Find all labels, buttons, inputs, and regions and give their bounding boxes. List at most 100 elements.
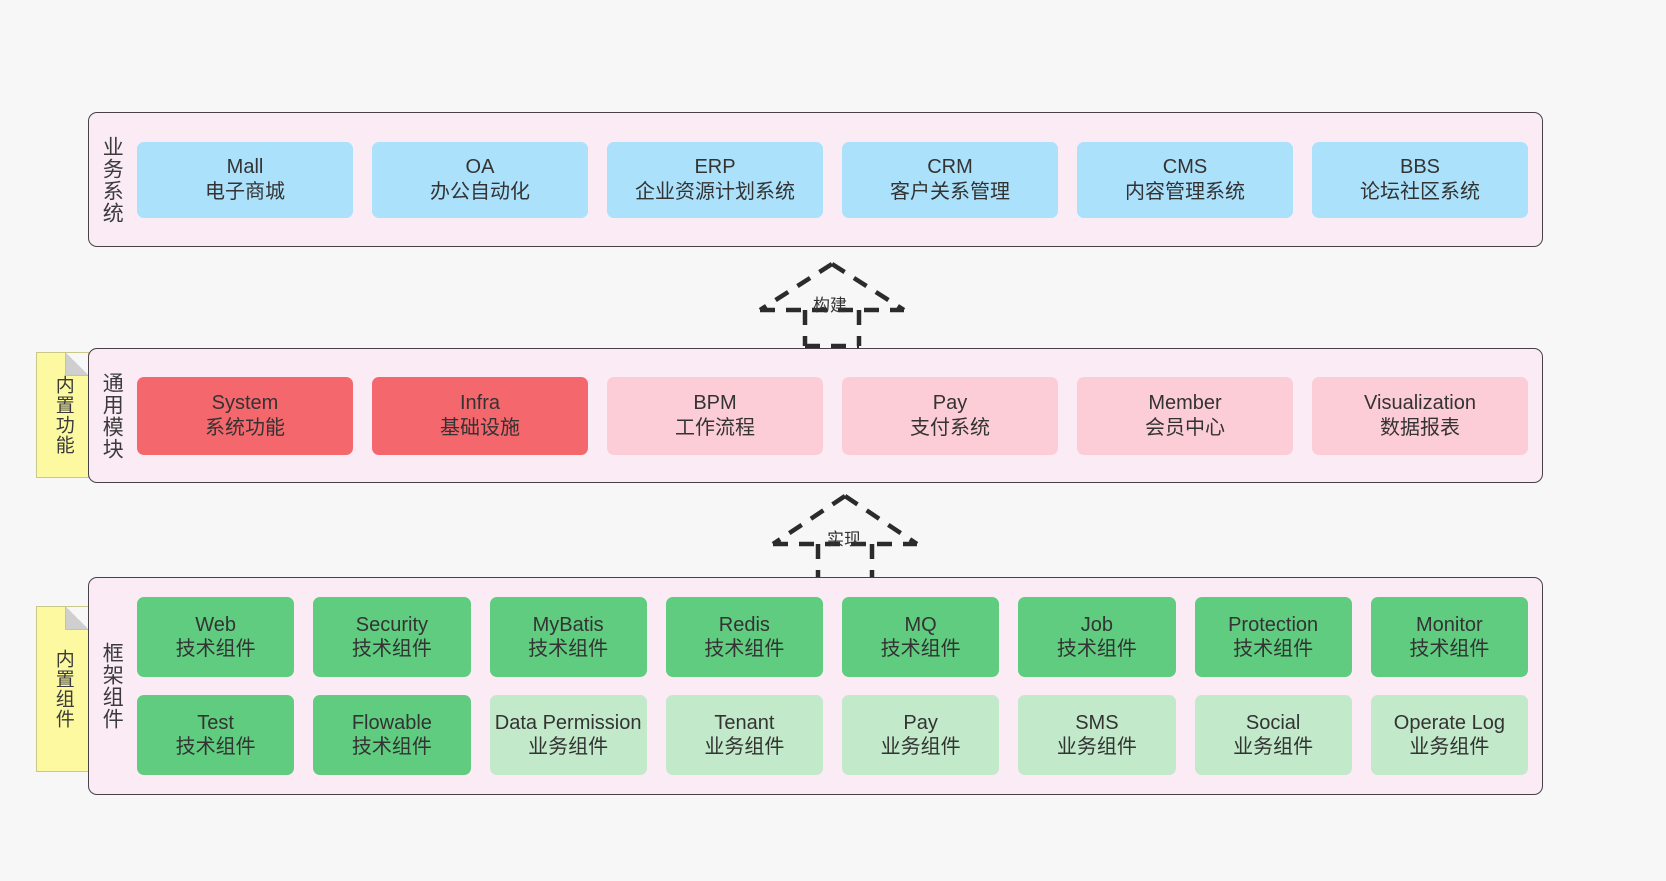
node-label-cn: 业务组件 xyxy=(1056,736,1137,758)
node-cms[interactable]: CMS 内容管理系统 xyxy=(1077,141,1293,218)
node-row: Test 技术组件 Flowable 技术组件 Data Permission … xyxy=(137,695,1528,775)
node-bpm[interactable]: BPM 工作流程 xyxy=(607,376,823,455)
node-label-en: Test xyxy=(197,711,234,734)
layer-business-systems: 业务系统 Mall 电子商城 OA 办公自动化 ERP 企业资源计划系统 CRM… xyxy=(88,112,1543,247)
node-label-cn: 技术组件 xyxy=(528,638,609,660)
node-label-cn: 技术组件 xyxy=(175,736,256,758)
node-label-cn: 技术组件 xyxy=(351,736,432,758)
node-crm[interactable]: CRM 客户关系管理 xyxy=(842,141,1058,218)
node-data-permission[interactable]: Data Permission 业务组件 xyxy=(489,695,647,775)
sticky-note-builtin-components: 内置组件 xyxy=(36,606,89,772)
layer-framework-components: 框架组件 Web 技术组件 Security 技术组件 MyBatis 技术组件… xyxy=(88,577,1543,795)
node-label-cn: 业务组件 xyxy=(1233,736,1314,758)
node-social[interactable]: Social 业务组件 xyxy=(1194,695,1352,775)
node-operate-log[interactable]: Operate Log 业务组件 xyxy=(1370,695,1528,775)
node-infra[interactable]: Infra 基础设施 xyxy=(372,376,588,455)
node-label-en: Job xyxy=(1080,613,1113,636)
node-pay-component[interactable]: Pay 业务组件 xyxy=(842,695,1000,775)
node-label-cn: 业务组件 xyxy=(880,736,961,758)
layer-title-business: 业务系统 xyxy=(100,135,124,224)
node-label-cn: 业务组件 xyxy=(528,736,609,758)
layer-body-business: Mall 电子商城 OA 办公自动化 ERP 企业资源计划系统 CRM 客户关系… xyxy=(133,113,1542,246)
node-mq[interactable]: MQ 技术组件 xyxy=(842,597,1000,677)
arrow-label-build: 构建 xyxy=(813,296,847,315)
node-label-cn: 业务组件 xyxy=(1409,736,1490,758)
node-label-en: Infra xyxy=(459,392,501,415)
node-redis[interactable]: Redis 技术组件 xyxy=(665,597,823,677)
node-sms[interactable]: SMS 业务组件 xyxy=(1018,695,1176,775)
node-label-cn: 系统功能 xyxy=(205,416,285,439)
node-label-en: BPM xyxy=(693,392,737,415)
node-label-cn: 企业资源计划系统 xyxy=(635,180,795,203)
node-mall[interactable]: Mall 电子商城 xyxy=(137,141,353,218)
node-bbs[interactable]: BBS 论坛社区系统 xyxy=(1312,141,1528,218)
node-label-cn: 电子商城 xyxy=(205,180,285,203)
node-label-en: BBS xyxy=(1399,156,1441,179)
layer-body-modules: System 系统功能 Infra 基础设施 BPM 工作流程 Pay 支付系统… xyxy=(133,349,1542,482)
node-label-en: Operate Log xyxy=(1393,711,1505,734)
node-row: System 系统功能 Infra 基础设施 BPM 工作流程 Pay 支付系统… xyxy=(137,376,1528,455)
node-label-en: Monitor xyxy=(1416,613,1483,636)
node-label-en: SMS xyxy=(1075,711,1119,734)
node-label-cn: 技术组件 xyxy=(175,638,256,660)
node-label-en: Member xyxy=(1148,392,1222,415)
node-label-cn: 办公自动化 xyxy=(430,180,530,203)
node-label-en: Visualization xyxy=(1364,392,1476,415)
node-label-cn: 数据报表 xyxy=(1380,416,1460,439)
node-label-en: Social xyxy=(1245,711,1301,734)
node-label-en: System xyxy=(211,392,279,415)
layer-title-framework: 框架组件 xyxy=(100,642,124,730)
node-label-cn: 技术组件 xyxy=(1233,638,1314,660)
node-label-en: ERP xyxy=(694,156,736,179)
node-visualization[interactable]: Visualization 数据报表 xyxy=(1312,376,1528,455)
node-label-en: Web xyxy=(195,613,236,636)
arrow-build-realization xyxy=(758,262,906,348)
node-tenant[interactable]: Tenant 业务组件 xyxy=(665,695,823,775)
node-label-en: MyBatis xyxy=(532,613,604,636)
node-label-cn: 支付系统 xyxy=(910,416,990,439)
node-label-en: OA xyxy=(465,156,495,179)
node-label-cn: 业务组件 xyxy=(704,736,785,758)
node-label-en: CMS xyxy=(1162,156,1208,179)
node-security[interactable]: Security 技术组件 xyxy=(313,597,471,677)
node-label-cn: 技术组件 xyxy=(351,638,432,660)
node-label-en: Pay xyxy=(932,392,968,415)
node-label-cn: 会员中心 xyxy=(1145,416,1225,439)
node-job[interactable]: Job 技术组件 xyxy=(1018,597,1176,677)
node-pay-module[interactable]: Pay 支付系统 xyxy=(842,376,1058,455)
node-system[interactable]: System 系统功能 xyxy=(137,376,353,455)
node-label-cn: 内容管理系统 xyxy=(1125,180,1245,203)
node-label-en: Pay xyxy=(903,711,938,734)
layer-common-modules: 通用模块 System 系统功能 Infra 基础设施 BPM 工作流程 Pay… xyxy=(88,348,1543,483)
node-erp[interactable]: ERP 企业资源计划系统 xyxy=(607,141,823,218)
sticky-note-builtin-features: 内置功能 xyxy=(36,352,89,478)
node-label-en: Redis xyxy=(718,613,770,636)
node-label-cn: 技术组件 xyxy=(1409,638,1490,660)
node-label-en: Mall xyxy=(226,156,264,179)
node-label-en: Flowable xyxy=(351,711,432,734)
node-label-en: CRM xyxy=(927,156,973,179)
node-flowable[interactable]: Flowable 技术组件 xyxy=(313,695,471,775)
node-label-cn: 工作流程 xyxy=(675,416,755,439)
node-row: Mall 电子商城 OA 办公自动化 ERP 企业资源计划系统 CRM 客户关系… xyxy=(137,141,1528,218)
node-web[interactable]: Web 技术组件 xyxy=(137,597,295,677)
arrow-label-implement: 实现 xyxy=(827,530,861,549)
node-test[interactable]: Test 技术组件 xyxy=(137,695,295,775)
node-label-en: MQ xyxy=(904,613,937,636)
node-label-en: Data Permission xyxy=(494,711,642,734)
node-label-en: Tenant xyxy=(714,711,775,734)
node-label-cn: 技术组件 xyxy=(704,638,785,660)
layer-title-modules: 通用模块 xyxy=(100,371,124,460)
node-monitor[interactable]: Monitor 技术组件 xyxy=(1370,597,1528,677)
node-oa[interactable]: OA 办公自动化 xyxy=(372,141,588,218)
node-member[interactable]: Member 会员中心 xyxy=(1077,376,1293,455)
node-protection[interactable]: Protection 技术组件 xyxy=(1194,597,1352,677)
node-label-cn: 客户关系管理 xyxy=(890,180,1010,203)
node-row: Web 技术组件 Security 技术组件 MyBatis 技术组件 Redi… xyxy=(137,597,1528,677)
node-mybatis[interactable]: MyBatis 技术组件 xyxy=(489,597,647,677)
layer-body-framework: Web 技术组件 Security 技术组件 MyBatis 技术组件 Redi… xyxy=(133,578,1542,794)
node-label-cn: 基础设施 xyxy=(440,416,520,439)
node-label-cn: 技术组件 xyxy=(1056,638,1137,660)
node-label-en: Security xyxy=(355,613,428,636)
